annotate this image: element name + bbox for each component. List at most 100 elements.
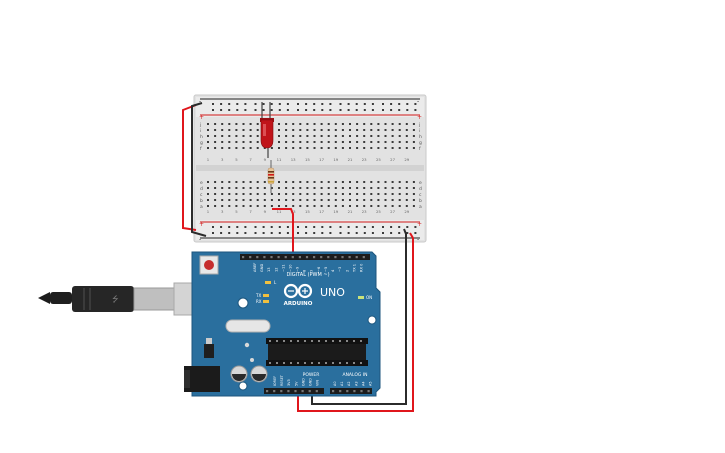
strip-hole-9-12 xyxy=(292,205,295,207)
digital-pin-3[interactable] xyxy=(263,256,266,259)
power-pin-2[interactable] xyxy=(280,390,283,393)
analog-pin-2[interactable] xyxy=(346,390,349,393)
wire-left-negative-rail[interactable] xyxy=(191,102,207,237)
rail-hole-1-0-11 xyxy=(305,226,308,228)
strip-hole-0-13 xyxy=(299,123,302,125)
strip-hole-6-18 xyxy=(334,187,337,189)
digital-pin-17[interactable] xyxy=(362,256,365,259)
strip-hole-5-5 xyxy=(242,181,245,183)
strip-hole-0-29 xyxy=(412,123,415,125)
wire-gnd-to-rail[interactable] xyxy=(311,228,407,405)
strip-hole-3-20 xyxy=(349,141,351,143)
led-rx-indicator xyxy=(263,300,269,303)
power-pin-3[interactable] xyxy=(287,390,290,393)
strip-hole-6-19 xyxy=(341,187,344,189)
power-pin-1[interactable] xyxy=(273,390,276,393)
wire-resistor-to-pin[interactable] xyxy=(272,208,294,256)
rail-hole-1-0-17 xyxy=(355,226,358,228)
rail-hole-1-0-13 xyxy=(321,226,324,228)
digital-pin-label-5: ~10 xyxy=(289,264,293,272)
rail-hole-1-0-9 xyxy=(286,226,289,228)
strip-hole-2-0 xyxy=(207,135,209,137)
analog-pin-3[interactable] xyxy=(353,390,356,393)
rail-hole-1-1-1 xyxy=(220,232,223,234)
digital-pin-16[interactable] xyxy=(355,256,358,259)
rail-hole-1-1-13 xyxy=(321,232,324,234)
strip-hole-7-15 xyxy=(313,193,316,195)
power-pin-6[interactable] xyxy=(308,390,311,393)
analog-pin-0[interactable] xyxy=(332,390,335,393)
usb-cable[interactable]: ⭍ xyxy=(38,282,197,316)
strip-hole-9-4 xyxy=(235,205,238,207)
digital-pin-6[interactable] xyxy=(284,256,287,259)
strip-hole-3-11 xyxy=(285,141,288,143)
power-pin-label-6: VIN xyxy=(316,380,320,386)
strip-hole-1-27 xyxy=(398,129,401,131)
column-number-3-1: 7 xyxy=(249,209,252,214)
strip-hole-1-16 xyxy=(320,129,323,131)
rail-hole-0-1-20 xyxy=(382,109,384,111)
power-pin-4[interactable] xyxy=(294,390,297,393)
row-letter-top-2-0: h xyxy=(200,134,203,140)
strip-hole-1-15 xyxy=(313,129,316,131)
strip-hole-3-23 xyxy=(370,141,373,143)
led[interactable] xyxy=(260,102,274,158)
rail-hole-1-1-3 xyxy=(236,232,239,234)
chip-pin-top-6 xyxy=(311,340,313,342)
digital-pin-14[interactable] xyxy=(341,256,344,259)
strip-hole-0-22 xyxy=(363,123,366,125)
strip-hole-8-2 xyxy=(221,199,224,201)
digital-pin-11[interactable] xyxy=(320,256,323,259)
strip-hole-1-12 xyxy=(292,129,295,131)
digital-pin-label-2: 13 xyxy=(267,267,271,272)
strip-hole-6-3 xyxy=(228,187,231,189)
digital-pin-15[interactable] xyxy=(348,256,351,259)
digital-pin-9[interactable] xyxy=(305,256,309,259)
power-pin-7[interactable] xyxy=(315,390,318,393)
strip-hole-0-0 xyxy=(207,123,209,125)
led-tx-label: TX xyxy=(255,293,261,298)
strip-hole-7-28 xyxy=(405,193,408,195)
strip-hole-7-17 xyxy=(327,193,330,195)
strip-hole-7-13 xyxy=(299,193,302,195)
wire-5v-to-rail[interactable] xyxy=(297,232,414,412)
rail-hole-1-1-2 xyxy=(228,232,231,234)
wire-left-positive-rail[interactable] xyxy=(182,104,197,231)
strip-hole-1-0 xyxy=(207,129,209,131)
digital-pin-4[interactable] xyxy=(270,256,273,259)
digital-pin-7[interactable] xyxy=(291,256,294,259)
strip-hole-1-23 xyxy=(370,129,373,131)
power-pin-0[interactable] xyxy=(266,390,269,393)
strip-hole-7-21 xyxy=(356,193,359,195)
chip-pin-bottom-9 xyxy=(332,362,334,364)
digital-pin-8[interactable] xyxy=(298,256,301,259)
strip-hole-8-6 xyxy=(249,199,252,201)
resistor[interactable] xyxy=(267,160,275,193)
digital-pin-2[interactable] xyxy=(256,256,259,259)
analog-pin-4[interactable] xyxy=(360,390,363,393)
power-pin-5[interactable] xyxy=(301,390,304,393)
strip-hole-5-19 xyxy=(341,181,344,183)
digital-pin-10[interactable] xyxy=(313,256,316,259)
digital-pin-12[interactable] xyxy=(327,256,330,259)
digital-pin-13[interactable] xyxy=(334,256,337,259)
analog-pin-1[interactable] xyxy=(339,390,342,393)
strip-hole-5-10 xyxy=(278,181,280,183)
strip-hole-3-0 xyxy=(207,141,209,143)
strip-hole-8-20 xyxy=(349,199,351,201)
digital-pin-5[interactable] xyxy=(277,256,280,259)
strip-hole-6-25 xyxy=(384,187,387,189)
digital-pin-0[interactable] xyxy=(242,256,245,259)
strip-hole-7-12 xyxy=(292,193,295,195)
strip-hole-8-0 xyxy=(207,199,209,201)
reset-button[interactable] xyxy=(204,260,214,270)
column-number-2-1: 5 xyxy=(235,209,238,214)
analog-pin-5[interactable] xyxy=(367,390,370,393)
strip-hole-9-18 xyxy=(334,205,337,207)
rail-hole-1-0-14 xyxy=(329,226,332,228)
digital-pin-1[interactable] xyxy=(249,256,252,259)
strip-hole-5-8 xyxy=(263,181,266,183)
column-number-9-1: 19 xyxy=(333,209,338,214)
